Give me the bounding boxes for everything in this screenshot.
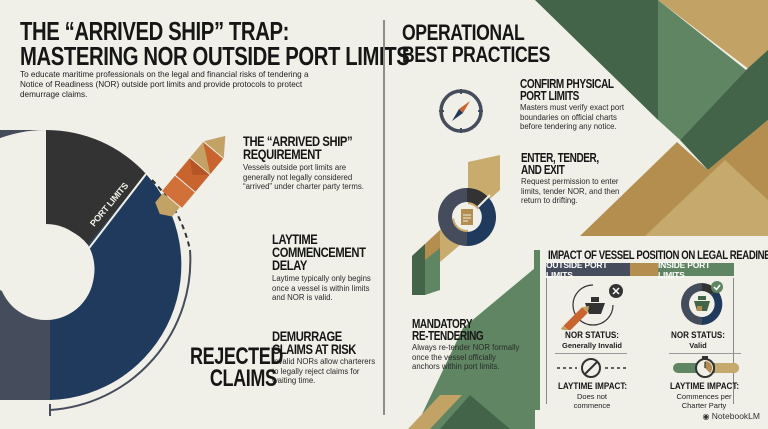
header-spacer	[630, 263, 658, 276]
laytime-label: LAYTIME IMPACT:	[558, 381, 628, 392]
column-divider	[383, 20, 385, 415]
laytime-value: Charter Party	[681, 401, 727, 410]
section-title: CLAIMS AT RISK	[272, 341, 356, 357]
notebooklm-logo-icon: ◉	[702, 412, 710, 421]
header-outside-port-limits: OUTSIDE PORT LIMITS	[546, 260, 630, 280]
laytime-label: LAYTIME IMPACT:	[670, 381, 740, 392]
page-subtitle: To educate maritime professionals on the…	[20, 70, 309, 99]
brand-watermark: ◉ NotebookLM	[702, 411, 760, 421]
port-limits-diagram	[0, 130, 192, 416]
section-title: REQUIREMENT	[243, 146, 322, 162]
comparison-table	[546, 278, 734, 404]
ship-icon	[155, 135, 226, 217]
practice-title: CONFIRM PHYSICAL	[520, 77, 614, 91]
inside-nor-status: NOR STATUS: Valid	[658, 330, 738, 350]
callout-line-1: REJECTED	[190, 343, 284, 370]
practice-body: Always re-tender NOR formally once the v…	[412, 343, 520, 371]
nor-label: NOR STATUS:	[670, 330, 725, 341]
practice-title: MANDATORY	[412, 317, 473, 331]
title-line-2: MASTERING NOR OUTSIDE PORT LIMITS	[20, 41, 410, 71]
section-title: COMMENCEMENT	[272, 244, 366, 260]
inside-vessel-icon	[681, 281, 723, 325]
laytime-value: Commences per	[676, 392, 732, 401]
nor-value: Generally Invalid	[561, 341, 623, 350]
stopwatch-icon	[673, 356, 739, 378]
outside-laytime-impact: LAYTIME IMPACT: Does not commence	[552, 381, 632, 410]
callout-line-2: CLAIMS	[209, 365, 277, 392]
arrived-ship-section: THE “ARRIVED SHIP” REQUIREMENT Vessels o…	[243, 133, 378, 192]
prohibited-icon	[557, 358, 627, 378]
practice-enter-tender-exit: ENTER, TENDER, AND EXIT Request permissi…	[521, 152, 631, 206]
practice-body: Request permission to enter limits, tend…	[521, 177, 620, 205]
section-title: DEMURRAGE	[272, 328, 342, 344]
practice-mandatory-retendering: MANDATORY RE-TENDERING Always re-tender …	[412, 317, 522, 372]
outside-vessel-icon	[560, 284, 623, 330]
outside-nor-status: NOR STATUS: Generally Invalid	[552, 330, 632, 350]
nor-value: Valid	[689, 341, 707, 350]
row-divider	[555, 353, 627, 354]
laytime-delay-section: LAYTIME COMMENCEMENT DELAY Laytime typic…	[272, 231, 380, 303]
practice-title: ENTER, TENDER,	[521, 151, 599, 165]
demurrage-section: DEMURRAGE CLAIMS AT RISK Invalid NORs al…	[272, 328, 380, 386]
document-icon	[438, 188, 496, 246]
comparison-title: IMPACT OF VESSEL POSITION ON LEGAL READI…	[548, 248, 768, 262]
title-line-1: THE “ARRIVED SHIP” TRAP:	[20, 16, 289, 46]
section-body: Laytime typically only begins once a ves…	[272, 274, 371, 302]
section-title: LAYTIME	[272, 231, 318, 247]
page-title: THE “ARRIVED SHIP” TRAP: MASTERING NOR O…	[20, 16, 410, 71]
practice-title: PORT LIMITS	[520, 89, 579, 103]
practice-body: Masters must verify exact port boundarie…	[520, 103, 624, 131]
section-body: Invalid NORs allow charterers to legally…	[272, 357, 376, 385]
brand-label: NotebookLM	[711, 411, 760, 421]
header-inside-port-limits: INSIDE PORT LIMITS	[658, 260, 734, 280]
title-line-2: BEST PRACTICES	[402, 42, 550, 67]
practice-title: AND EXIT	[521, 163, 565, 177]
rejected-claims-callout: REJECTED CLAIMS	[190, 343, 284, 392]
row-divider	[669, 353, 741, 354]
section-title: DELAY	[272, 257, 307, 273]
laytime-value: commence	[573, 401, 611, 410]
laytime-value: Does not	[576, 392, 608, 401]
nor-label: NOR STATUS:	[564, 330, 619, 341]
practice-confirm-limits: CONFIRM PHYSICAL PORT LIMITS Masters mus…	[520, 78, 630, 132]
title-line-1: OPERATIONAL	[402, 20, 525, 45]
section-body: Vessels outside port limits are generall…	[243, 163, 364, 191]
practice-title: RE-TENDERING	[412, 328, 484, 343]
compass-icon	[439, 89, 483, 133]
inside-laytime-impact: LAYTIME IMPACT: Commences per Charter Pa…	[664, 381, 744, 410]
section-title: THE “ARRIVED SHIP”	[243, 133, 353, 149]
best-practices-title: OPERATIONAL BEST PRACTICES	[402, 22, 550, 66]
